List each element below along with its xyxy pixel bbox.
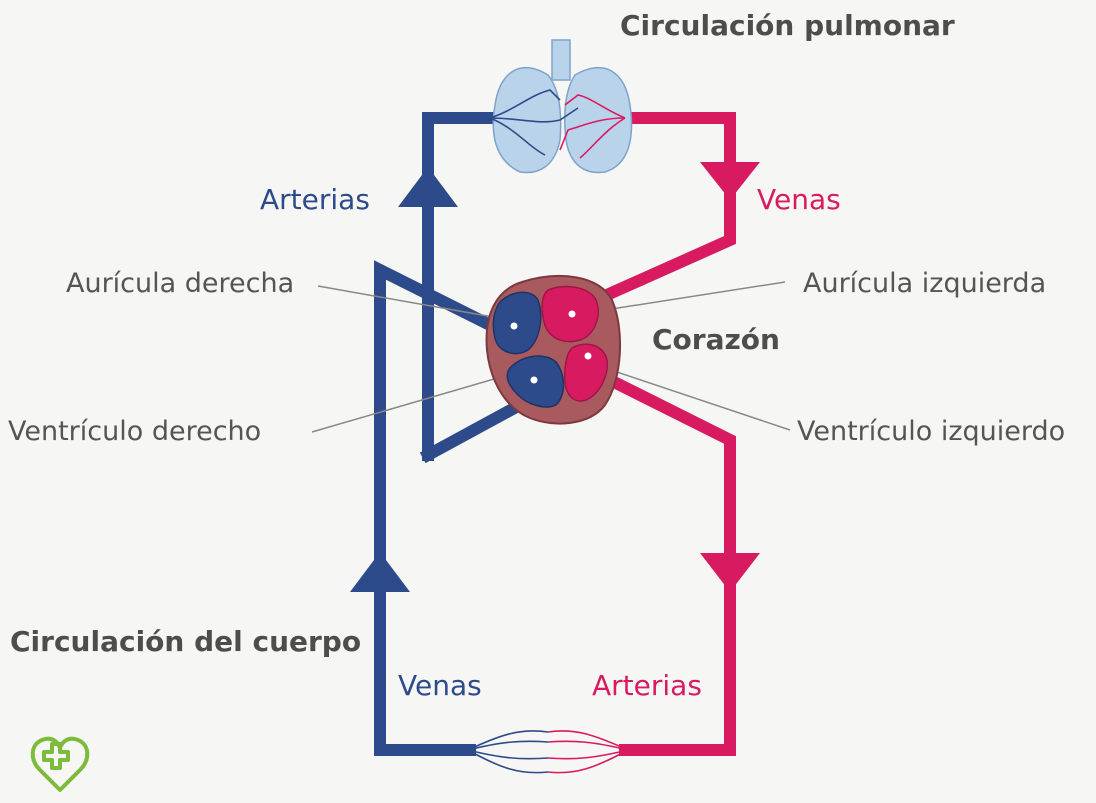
trachea xyxy=(551,39,571,81)
arrow-up-body-veins xyxy=(350,552,410,592)
lung-vessel-blue-2 xyxy=(489,107,579,123)
body-circulation-title: Circulación del cuerpo xyxy=(10,625,362,658)
right-ventricle-label: Ventrículo derecho xyxy=(8,416,262,447)
lung-vessel-pink-2 xyxy=(559,117,626,151)
right-atrium-label: Aurícula derecha xyxy=(66,268,295,299)
arrow-down-pulmonary-vein xyxy=(700,162,760,200)
capillaries-icon xyxy=(467,730,629,774)
heart-label: Corazón xyxy=(652,323,780,356)
vena-cava-line xyxy=(419,396,529,464)
pointer-right-atrium xyxy=(317,285,511,321)
pulmonary-artery-line xyxy=(422,112,501,461)
pointer-left-atrium xyxy=(604,281,786,311)
veins-bottom-label: Venas xyxy=(398,669,482,702)
heart-cross-logo-icon xyxy=(30,736,90,792)
lung-vessel-pink-1 xyxy=(564,94,626,119)
arrow-up-pulmonary-artery xyxy=(398,167,458,207)
aorta-line xyxy=(601,371,736,756)
veins-top-label: Venas xyxy=(757,183,841,216)
pointer-left-ventricle xyxy=(604,367,791,431)
pointer-right-ventricle xyxy=(311,369,526,433)
pink-circuit xyxy=(592,112,736,756)
arteries-bottom-label: Arterias xyxy=(592,669,702,702)
lungs-icon xyxy=(489,39,633,174)
lung-vessel-pink-3 xyxy=(579,117,626,159)
right-heart-outflow-line xyxy=(374,260,509,756)
left-ventricle-chamber xyxy=(564,343,608,402)
pointer-lines xyxy=(311,281,791,433)
lung-vessel-blue-1 xyxy=(489,89,561,119)
lung-vessel-blue-3 xyxy=(489,117,546,156)
arteries-top-label: Arterias xyxy=(260,183,370,216)
heart-graphic xyxy=(485,275,621,425)
right-lung xyxy=(564,66,633,174)
right-atrium-chamber xyxy=(492,291,542,355)
arrow-down-body-arteries xyxy=(700,553,760,592)
left-ventricle-label: Ventrículo izquierdo xyxy=(797,416,1066,447)
pulmonary-circulation-title: Circulación pulmonar xyxy=(620,9,955,42)
blue-circuit xyxy=(374,112,529,756)
left-atrium-label: Aurícula izquierda xyxy=(803,268,1047,299)
